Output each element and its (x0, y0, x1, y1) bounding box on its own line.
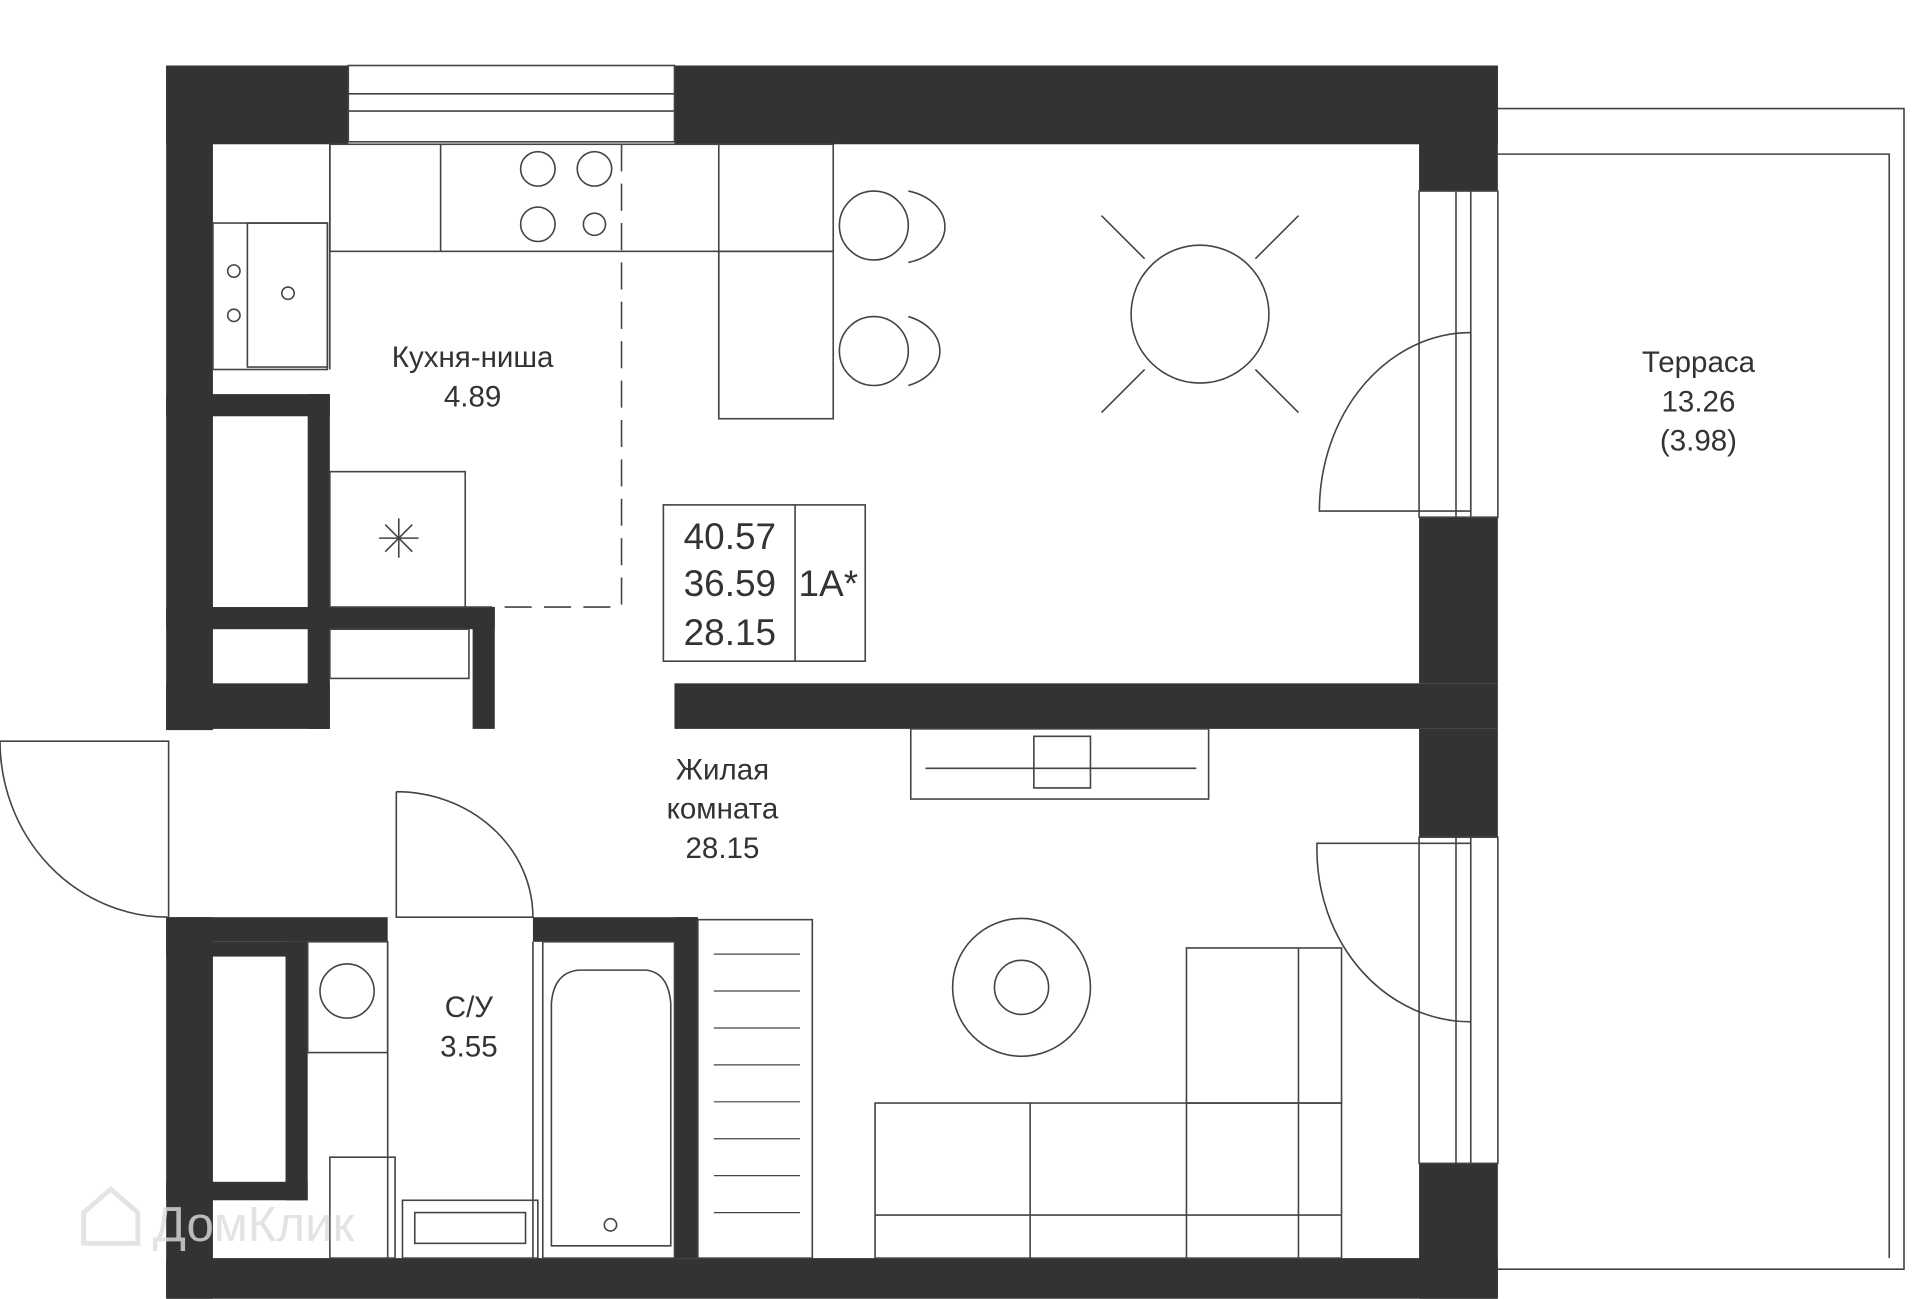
area-without-terrace: 36.59 (684, 563, 776, 604)
watermark-text: ДомКлик (153, 1197, 355, 1252)
terrace-outline (1497, 107, 1905, 1270)
bathroom-fixtures (306, 941, 676, 1259)
terrace-name: Терраса (1642, 346, 1756, 379)
bathroom-name: С/У (445, 991, 494, 1024)
kitchen-area: 4.89 (444, 380, 501, 413)
living-furniture (697, 728, 1343, 1259)
windows (347, 64, 1499, 1165)
living-name-1: Жилая (676, 753, 769, 786)
walls (166, 65, 1498, 1299)
living-name-2: комната (667, 793, 779, 826)
bathroom-area: 3.55 (440, 1030, 497, 1063)
apartment-type: 1А* (799, 563, 859, 604)
watermark-logo: ДомКлик (81, 1185, 355, 1252)
doors (0, 331, 1472, 1023)
kitchen-name: Кухня-ниша (392, 341, 554, 374)
terrace-area: 13.26 (1662, 385, 1736, 418)
total-area: 40.57 (684, 516, 776, 557)
living-area-label: 28.15 (686, 832, 760, 865)
living-area: 28.15 (684, 612, 776, 653)
terrace-area-reduced: (3.98) (1660, 425, 1737, 458)
kitchen-furniture (212, 143, 1300, 680)
room-labels: Кухня-ниша 4.89 Жилая комната 28.15 С/У … (392, 341, 1756, 1063)
summary-box: 40.57 36.59 28.15 1А* (662, 504, 867, 662)
